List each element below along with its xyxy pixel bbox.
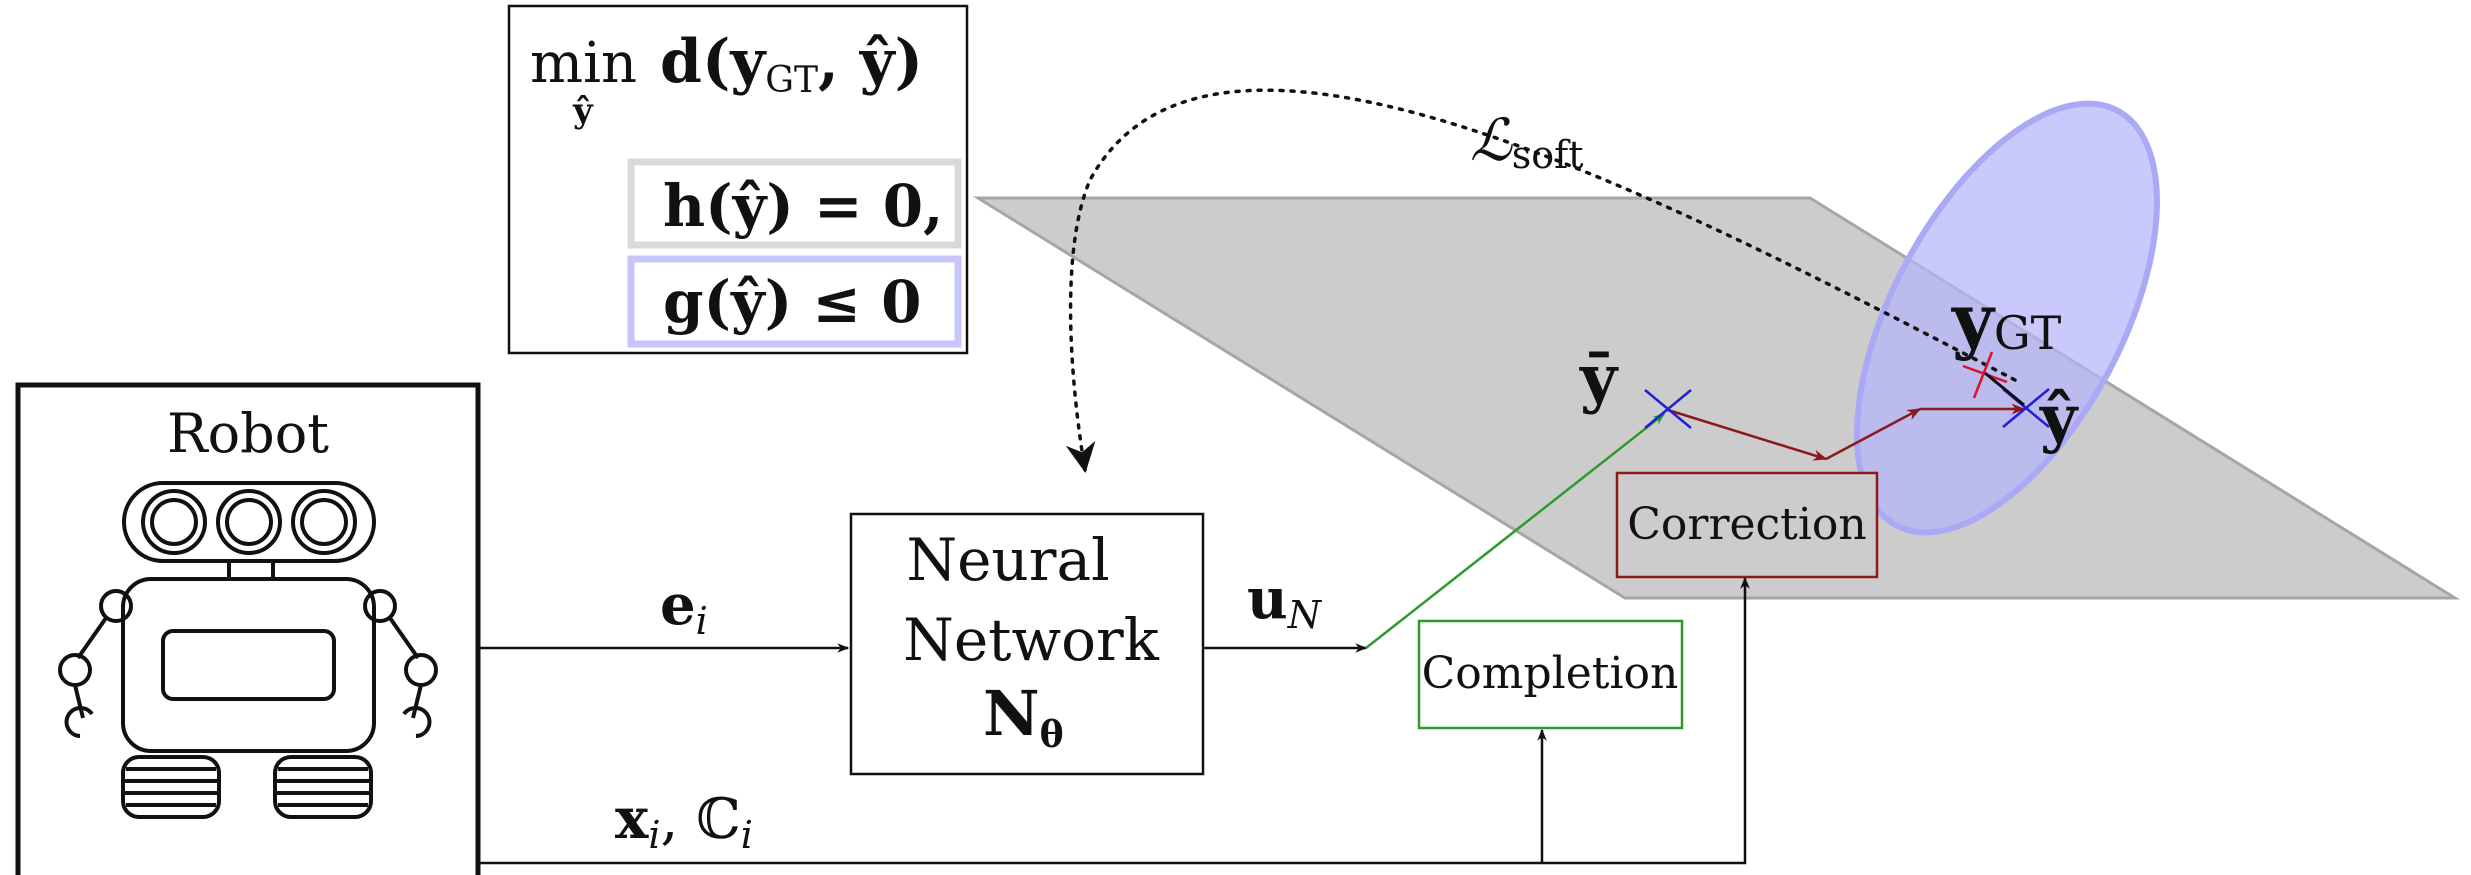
optimization-box <box>507 4 969 355</box>
equality-constraint-box <box>627 158 962 249</box>
correction-steps <box>1667 403 2026 461</box>
inequality-constraint-box <box>627 255 962 348</box>
soft-loss-label: ℒsoft <box>1470 106 1584 177</box>
network-line-2: Network <box>903 606 1160 674</box>
equality-constraint: h(ŷ) = 0, <box>663 172 943 240</box>
bottom-edge <box>478 576 1750 865</box>
ybar-label: ȳ <box>1579 341 1619 416</box>
constraint-plane <box>972 196 2461 600</box>
bottom-edge-label: xi, ℂi <box>615 786 753 857</box>
input-edge-label: ei <box>660 572 708 643</box>
yhat-label: ŷ <box>2039 381 2079 456</box>
network-symbol: Nθ <box>983 677 1064 756</box>
objective-min-subscript: ŷ <box>572 91 594 131</box>
gt-to-yhat-connector <box>1984 371 2025 407</box>
robot-icon <box>58 481 438 819</box>
soft-loss-arrow <box>1065 88 2017 473</box>
objective-min: min <box>530 31 637 96</box>
completion-path-arrow <box>1365 413 1665 649</box>
inequality-constraint: g(ŷ) ≤ 0 <box>663 268 921 336</box>
output-edge-label: uN <box>1247 566 1323 637</box>
ybar-marker <box>1644 389 1692 429</box>
ygt-label: yGT <box>1951 277 2062 362</box>
feasible-region-ellipse <box>1854 100 2160 536</box>
completion-label: Completion <box>1422 648 1679 699</box>
network-line-1: Neural <box>906 526 1109 594</box>
robot-title: Robot <box>167 402 329 465</box>
neural-network-box <box>849 512 1205 776</box>
correction-label: Correction <box>1627 499 1867 550</box>
completion-box <box>1417 619 1684 730</box>
correction-box <box>1615 471 1879 579</box>
objective-expression: d(yGT, ŷ) <box>660 27 923 101</box>
